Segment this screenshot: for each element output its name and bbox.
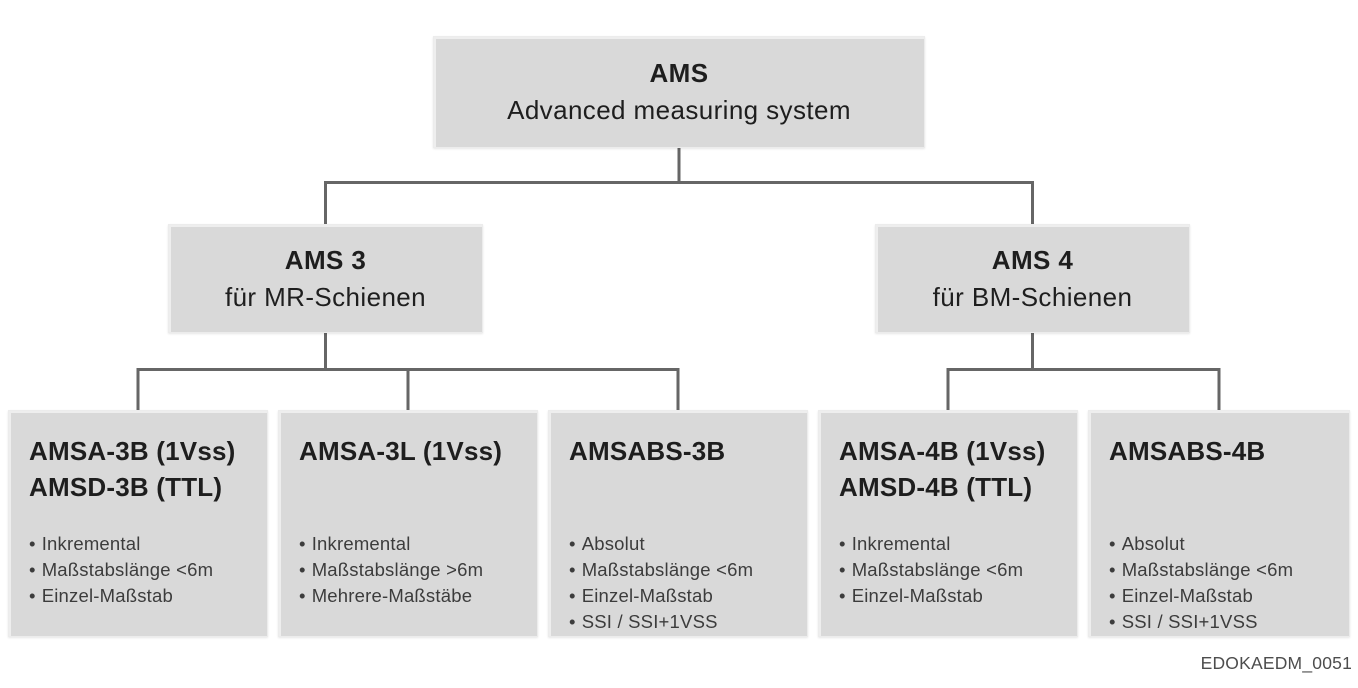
leaf-title-block: AMSA-4B (1Vss) AMSD-4B (TTL) xyxy=(839,433,1067,519)
bullet-item: Inkremental xyxy=(29,531,257,557)
leaf-bullet-list: Absolut Maßstabslänge <6m Einzel-Maßstab… xyxy=(1109,531,1339,635)
node-amsa-4b: AMSA-4B (1Vss) AMSD-4B (TTL) Inkremental… xyxy=(818,410,1078,637)
node-title: AMS 4 xyxy=(991,244,1074,275)
bullet-item: Absolut xyxy=(569,531,797,557)
bullet-item: Maßstabslänge <6m xyxy=(569,557,797,583)
leaf-bullet-list: Inkremental Maßstabslänge <6m Einzel-Maß… xyxy=(29,531,257,609)
connector-ams4-bar xyxy=(946,368,1221,410)
bullet-item: Absolut xyxy=(1109,531,1339,557)
node-ams3: AMS 3 für MR-Schienen xyxy=(168,224,483,333)
leaf-title: AMSA-4B (1Vss) xyxy=(839,436,1046,466)
leaf-title: AMSD-3B (TTL) xyxy=(29,472,223,502)
leaf-bullet-list: Absolut Maßstabslänge <6m Einzel-Maßstab… xyxy=(569,531,797,635)
node-amsa-3b: AMSA-3B (1Vss) AMSD-3B (TTL) Inkremental… xyxy=(8,410,268,637)
node-title: AMS xyxy=(649,58,709,88)
leaf-title: AMSA-3L (1Vss) xyxy=(299,436,503,466)
bullet-item: Maßstabslänge <6m xyxy=(839,557,1067,583)
node-ams-root: AMS Advanced measuring system xyxy=(433,36,925,148)
bullet-item: Einzel-Maßstab xyxy=(29,583,257,609)
bullet-item: SSI / SSI+1VSS xyxy=(1109,609,1339,635)
bullet-item: Mehrere-Maßstäbe xyxy=(299,583,527,609)
bullet-item: Einzel-Maßstab xyxy=(1109,583,1339,609)
bullet-item: Einzel-Maßstab xyxy=(569,583,797,609)
node-amsabs-3b: AMSABS-3B Absolut Maßstabslänge <6m Einz… xyxy=(548,410,808,637)
connector-ams3-bar xyxy=(136,368,680,410)
leaf-title-block: AMSA-3B (1Vss) AMSD-3B (TTL) xyxy=(29,433,257,519)
node-amsa-3l: AMSA-3L (1Vss) Inkremental Maßstabslänge… xyxy=(278,410,538,637)
bullet-item: Maßstabslänge <6m xyxy=(1109,557,1339,583)
leaf-title: AMSD-4B (TTL) xyxy=(839,472,1033,502)
bullet-item: Maßstabslänge <6m xyxy=(29,557,257,583)
node-subtitle: Advanced measuring system xyxy=(507,95,851,125)
node-subtitle: für MR-Schienen xyxy=(224,281,427,312)
leaf-title: AMSA-3B (1Vss) xyxy=(29,436,236,466)
bullet-item: Maßstabslänge >6m xyxy=(299,557,527,583)
leaf-title-block: AMSA-3L (1Vss) xyxy=(299,433,527,519)
node-ams4: AMS 4 für BM-Schienen xyxy=(875,224,1190,333)
node-subtitle: für BM-Schienen xyxy=(932,281,1133,312)
leaf-title-block: AMSABS-3B xyxy=(569,433,797,519)
leaf-title: AMSABS-3B xyxy=(569,436,726,466)
bullet-item: Inkremental xyxy=(839,531,1067,557)
leaf-title-block: AMSABS-4B xyxy=(1109,433,1339,519)
leaf-title: AMSABS-4B xyxy=(1109,436,1266,466)
leaf-bullet-list: Inkremental Maßstabslänge <6m Einzel-Maß… xyxy=(839,531,1067,609)
leaf-bullet-list: Inkremental Maßstabslänge >6m Mehrere-Ma… xyxy=(299,531,527,609)
node-title: AMS 3 xyxy=(284,244,367,275)
bullet-item: Inkremental xyxy=(299,531,527,557)
figure-id-label: EDOKAEDM_0051 xyxy=(1200,653,1352,673)
node-amsabs-4b: AMSABS-4B Absolut Maßstabslänge <6m Einz… xyxy=(1088,410,1350,637)
connector-level2-bar xyxy=(324,181,1034,224)
bullet-item: SSI / SSI+1VSS xyxy=(569,609,797,635)
bullet-item: Einzel-Maßstab xyxy=(839,583,1067,609)
